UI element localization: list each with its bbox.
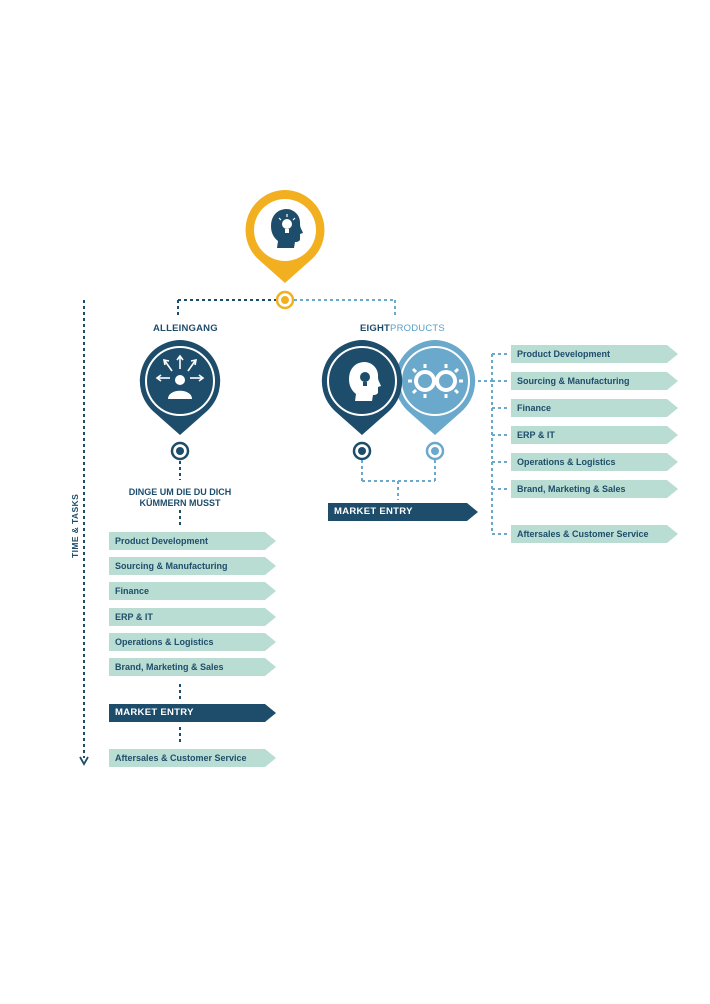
left-pin <box>139 340 221 435</box>
right-title: EIGHTPRODUCTS <box>360 323 445 334</box>
lightbulb-head-icon <box>349 361 381 401</box>
left-task-label: Sourcing & Manufacturing <box>115 561 228 571</box>
right-aftersales-label: Aftersales & Customer Service <box>517 529 649 539</box>
right-task-label: ERP & IT <box>517 430 555 440</box>
left-task-tag: Operations & Logistics <box>109 633 276 651</box>
right-task-label: Operations & Logistics <box>517 457 616 467</box>
left-task-label: Operations & Logistics <box>115 637 214 647</box>
time-axis <box>79 300 89 766</box>
left-task-tag: ERP & IT <box>109 608 276 626</box>
left-task-label: Product Development <box>115 536 209 546</box>
left-caption-line2: KÜMMERN MUSST <box>139 498 221 508</box>
left-task-label: ERP & IT <box>115 612 153 622</box>
right-aftersales-tag: Aftersales & Customer Service <box>511 525 678 543</box>
right-task-tag: Sourcing & Manufacturing <box>511 372 678 390</box>
right-task-label: Brand, Marketing & Sales <box>517 484 626 494</box>
right-market-entry: MARKET ENTRY <box>328 503 478 521</box>
right-task-tag: Operations & Logistics <box>511 453 678 471</box>
left-task-tag: Finance <box>109 582 276 600</box>
time-axis-label: TIME & TASKS <box>70 493 80 558</box>
left-task-label: Brand, Marketing & Sales <box>115 662 224 672</box>
right-pin-light <box>394 340 476 435</box>
right-title-light: PRODUCTS <box>390 323 445 334</box>
left-market-entry-label: MARKET ENTRY <box>115 707 194 718</box>
left-aftersales-tag: Aftersales & Customer Service <box>109 749 276 767</box>
left-task-tag: Brand, Marketing & Sales <box>109 658 276 676</box>
right-task-tag: Product Development <box>511 345 678 363</box>
right-task-label: Product Development <box>517 349 611 359</box>
right-task-label: Finance <box>517 403 552 413</box>
left-caption: DINGE UM DIE DU DICH KÜMMERN MUSST <box>120 487 240 509</box>
right-task-tag: ERP & IT <box>511 426 678 444</box>
left-caption-line1: DINGE UM DIE DU DICH <box>128 487 232 497</box>
right-task-tag: Brand, Marketing & Sales <box>511 480 678 498</box>
left-task-tag: Sourcing & Manufacturing <box>109 557 276 575</box>
person-arrows-icon <box>155 354 205 399</box>
left-aftersales-label: Aftersales & Customer Service <box>115 753 247 763</box>
right-market-entry-label: MARKET ENTRY <box>334 506 413 517</box>
left-market-entry: MARKET ENTRY <box>109 704 276 722</box>
right-task-label: Sourcing & Manufacturing <box>517 376 630 386</box>
left-task-label: Finance <box>115 586 150 596</box>
gears-icon <box>408 364 463 398</box>
axis-arrow-icon <box>79 756 89 766</box>
right-task-tag: Finance <box>511 399 678 417</box>
left-task-tag: Product Development <box>109 532 276 550</box>
right-title-bold: EIGHT <box>360 323 391 334</box>
lightbulb-head-icon <box>271 208 303 248</box>
left-title: ALLEINGANG <box>153 323 218 334</box>
